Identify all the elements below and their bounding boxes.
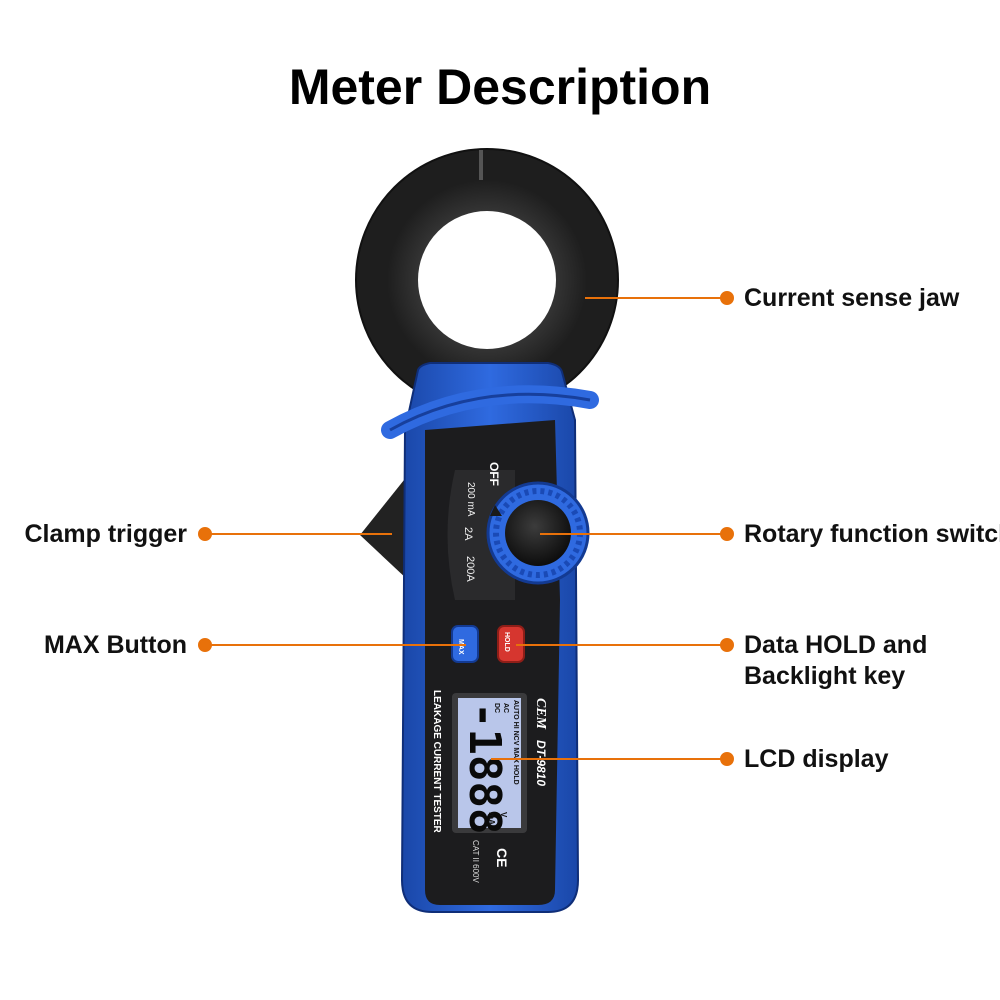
dial-2a-label: 2A [462,527,474,541]
lcd-unit-v: V [499,812,508,818]
trigger-leader-dot [198,527,212,541]
callout-hold-line2: Backlight key [744,662,906,690]
ce-mark: CE [494,848,510,867]
lcd-unit-ma: mA [487,812,496,825]
product-name: LEAKAGE CURRENT TESTER [431,690,442,834]
lcd-ac: AC [502,703,509,713]
max-button-label: MAX [457,639,464,655]
hold-button-label: HOLD [503,632,510,652]
callout-rotary-switch: Rotary function switch [744,520,1000,548]
dial-200ma-label: 200 mA [465,482,476,517]
dial-200a-label: 200A [464,556,476,582]
lcd-leader-dot [720,752,734,766]
page-title: Meter Description [288,59,712,115]
lcd-display: -1888 AUTO HI NCV MAX HOLD AC DC V mA [452,693,527,834]
callout-hold-line1: Data HOLD and [744,631,928,659]
brand-logo: CEM [533,698,548,730]
callout-lcd-display: LCD display [744,745,889,773]
max-leader-dot [198,638,212,652]
hold-leader-dot [720,638,734,652]
rotary-function-switch [447,470,590,600]
callout-clamp-trigger: Clamp trigger [24,520,187,548]
callout-current-sense-jaw: Current sense jaw [744,284,960,312]
model-number: DT-9810 [534,740,548,786]
lcd-reading: -1888 [459,702,510,834]
dial-off-label: OFF [487,462,501,486]
jaw-leader-dot [720,291,734,305]
callout-lines [198,291,734,766]
rotary-leader-dot [720,527,734,541]
callout-max-button: MAX Button [43,631,187,659]
cat-rating: CAT II 600V [471,840,480,884]
lcd-annunciators: AUTO HI NCV MAX HOLD [512,700,519,785]
lcd-dc: DC [493,703,500,713]
